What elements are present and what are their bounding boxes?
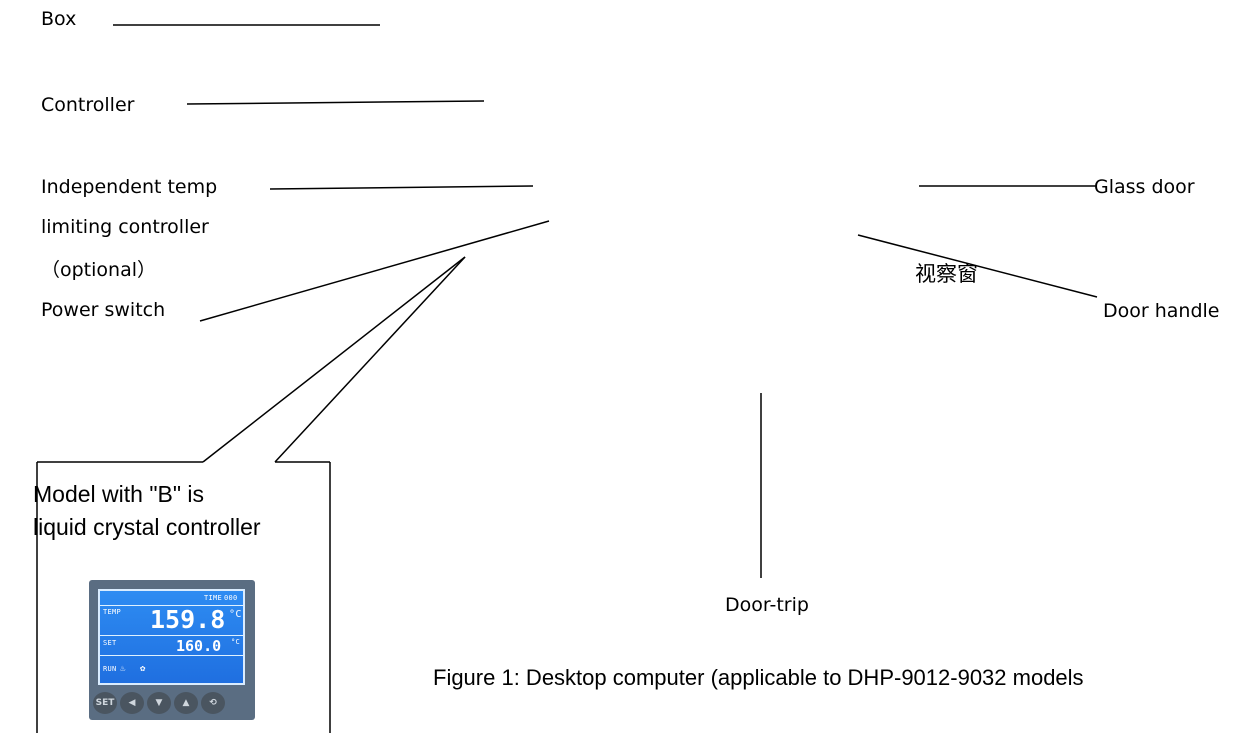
lcd-run-label: RUN: [103, 665, 117, 673]
power-switch-leader: [199, 220, 550, 322]
lcd-set-label: SET: [103, 639, 117, 647]
lcd-controller-photo: TIME 000 TEMP 159.8 °C SET 160.0 °C RUN …: [89, 580, 255, 720]
lcd-screen: TIME 000 TEMP 159.8 °C SET 160.0 °C RUN …: [98, 589, 245, 685]
box-label: Box: [41, 8, 77, 30]
lcd-temp-value: 159.8: [150, 605, 226, 634]
controller-label: Controller: [41, 94, 135, 116]
callout-pointer-right: [274, 256, 466, 463]
glass-door-label: Glass door: [1094, 176, 1195, 198]
lcd-time-value: 000: [224, 594, 238, 602]
callout-pointer-left: [202, 256, 466, 463]
lcd-left-button[interactable]: ◀: [120, 692, 144, 714]
door-trip-label: Door-trip: [725, 594, 809, 616]
door-handle-label: Door handle: [1103, 300, 1220, 322]
temp-limit-label-line2: limiting controller: [41, 216, 209, 238]
lcd-set-unit: °C: [231, 638, 241, 646]
callout-text: Model with "B" is liquid crystal control…: [33, 478, 323, 544]
observation-window-label: 视察窗: [915, 262, 978, 286]
lcd-reset-button[interactable]: ⟲: [201, 692, 225, 714]
lcd-up-button[interactable]: ▲: [174, 692, 198, 714]
callout-line-1: Model with "B" is: [33, 481, 204, 507]
controller-leader: [186, 100, 485, 105]
lcd-time-label: TIME: [204, 594, 223, 602]
heater-icon: ♨: [120, 664, 126, 674]
door-handle-leader: [857, 234, 1098, 298]
figure-caption: Figure 1: Desktop computer (applicable t…: [433, 665, 1084, 690]
lcd-set-value: 160.0: [176, 637, 222, 655]
lcd-set-button[interactable]: SET: [93, 692, 117, 714]
temp-limit-leader: [269, 185, 534, 190]
lcd-temp-unit: °C: [229, 609, 242, 620]
lcd-down-button[interactable]: ▼: [147, 692, 171, 714]
callout-line-2: liquid crystal controller: [33, 514, 261, 540]
lcd-button-row: SET ◀ ▼ ▲ ⟲: [93, 692, 225, 714]
temp-limit-label-line3: （optional）: [41, 259, 157, 281]
fan-icon: ✿: [140, 664, 146, 674]
power-switch-label: Power switch: [41, 299, 166, 321]
temp-limit-label-line1: Independent temp: [41, 176, 218, 198]
lcd-temp-label: TEMP: [103, 608, 122, 616]
